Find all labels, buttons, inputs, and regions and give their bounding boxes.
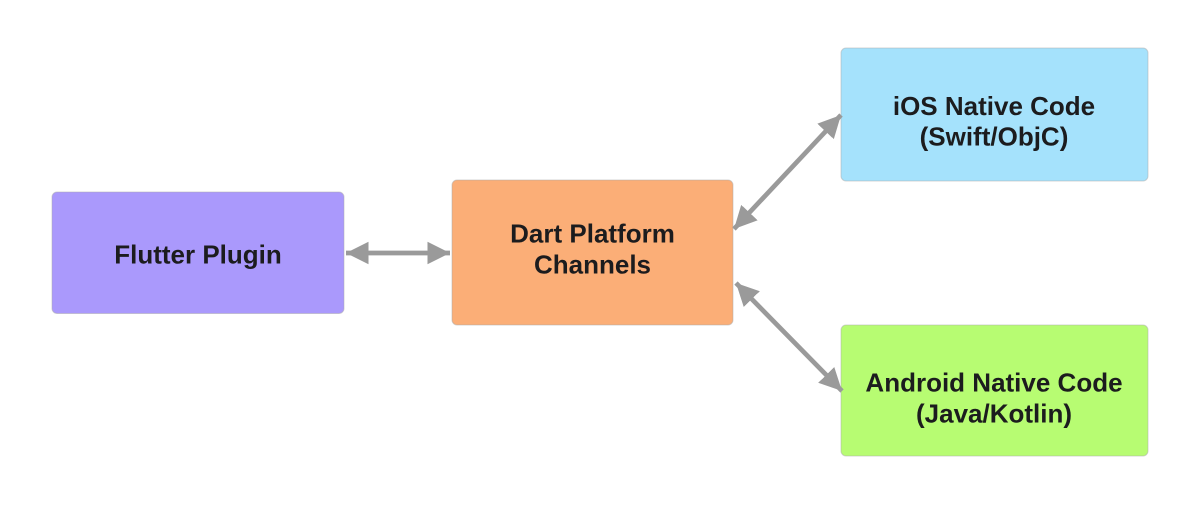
svg-text:Dart Platform: Dart Platform — [510, 218, 675, 248]
svg-text:(Swift/ObjC): (Swift/ObjC) — [920, 121, 1069, 151]
svg-text:iOS Native Code: iOS Native Code — [893, 91, 1095, 121]
svg-text:(Java/Kotlin): (Java/Kotlin) — [916, 398, 1072, 428]
svg-text:Flutter Plugin: Flutter Plugin — [114, 239, 282, 269]
svg-text:Android Native Code: Android Native Code — [865, 367, 1122, 397]
svg-text:Channels: Channels — [534, 250, 651, 280]
